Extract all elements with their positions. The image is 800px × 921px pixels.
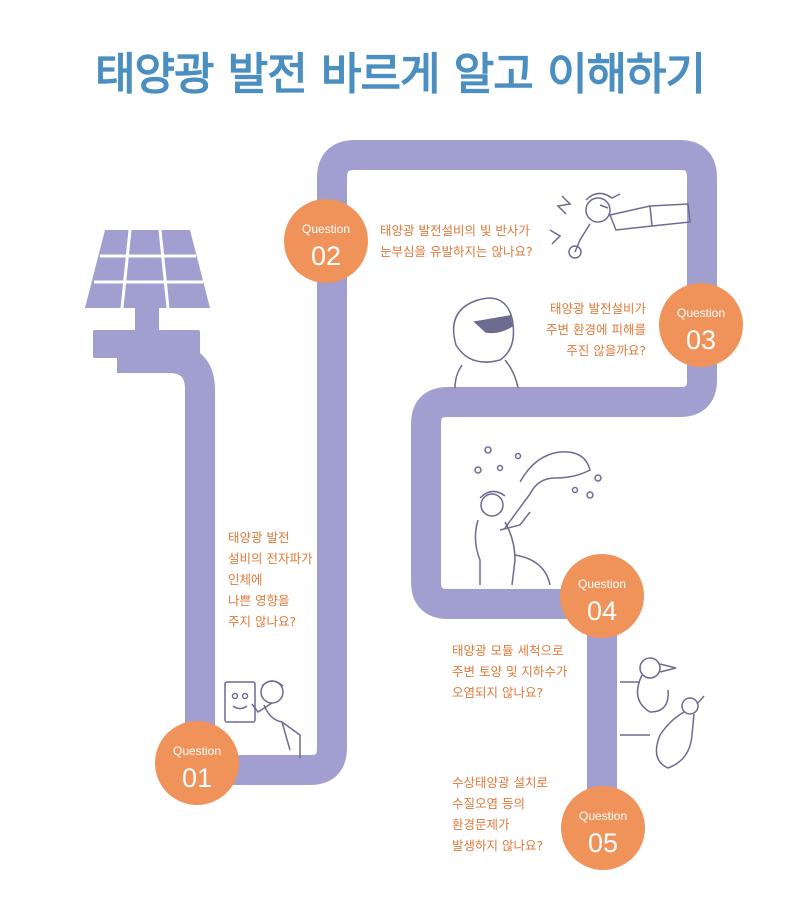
badge-label: Question xyxy=(173,744,221,758)
question-text-03: 태양광 발전설비가 주변 환경에 피해를 주진 않을까요? xyxy=(500,298,646,361)
badge-label: Question xyxy=(579,809,627,823)
question-line: 설비의 전자파가 xyxy=(228,551,313,566)
page-title: 태양광 발전 바르게 알고 이해하기 xyxy=(95,49,706,100)
question-line: 수상태양광 설치로 xyxy=(452,775,548,790)
badge-number: 03 xyxy=(686,325,716,355)
question-badge-03: Question 03 xyxy=(659,283,743,367)
sunglasses-person-icon xyxy=(452,297,519,389)
solar-panel-icon xyxy=(85,229,210,358)
question-line: 오염되지 않나요? xyxy=(452,685,544,700)
question-line: 나쁜 영향을 xyxy=(228,593,290,608)
badge-label: Question xyxy=(677,306,725,320)
question-text-02: 태양광 발전설비의 빛 반사가 눈부심을 유발하지는 않나요? xyxy=(380,220,533,262)
question-text-04: 태양광 모듈 세척으로 주변 토양 및 지하수가 오염되지 않나요? xyxy=(452,640,567,703)
question-line: 주변 토양 및 지하수가 xyxy=(452,664,568,679)
badge-number: 05 xyxy=(588,828,618,858)
question-line: 태양광 발전설비의 빛 반사가 xyxy=(380,223,530,238)
badge-label: Question xyxy=(302,222,350,236)
question-line: 눈부심을 유발하지는 않나요? xyxy=(380,244,533,259)
question-line: 발생하지 않나요? xyxy=(452,838,544,853)
question-badge-04: Question 04 xyxy=(560,554,644,638)
water-birds-icon xyxy=(620,657,705,769)
badge-number: 01 xyxy=(182,763,212,793)
question-badge-01: Question 01 xyxy=(155,721,239,805)
question-line: 주변 환경에 피해를 xyxy=(546,322,646,337)
question-badge-02: Question 02 xyxy=(284,199,368,283)
question-line: 환경문제가 xyxy=(452,817,510,832)
question-badge-05: Question 05 xyxy=(561,786,645,870)
question-line: 태양광 발전설비가 xyxy=(550,301,646,316)
question-line: 주진 않을까요? xyxy=(566,343,646,358)
flying-person-icon xyxy=(549,192,691,259)
panel-washer-icon xyxy=(474,446,602,586)
question-line: 주지 않나요? xyxy=(228,614,297,629)
meter-inspector-icon xyxy=(224,680,301,758)
question-line: 수질오염 등의 xyxy=(452,796,525,811)
question-line: 태양광 발전 xyxy=(228,530,290,545)
badge-number: 04 xyxy=(587,596,617,626)
question-line: 인체에 xyxy=(228,572,263,587)
question-line: 태양광 모듈 세척으로 xyxy=(452,643,564,658)
badge-label: Question xyxy=(578,577,626,591)
badge-number: 02 xyxy=(311,241,341,271)
question-text-05: 수상태양광 설치로 수질오염 등의 환경문제가 발생하지 않나요? xyxy=(452,772,548,856)
question-text-01: 태양광 발전 설비의 전자파가 인체에 나쁜 영향을 주지 않나요? xyxy=(228,527,312,632)
